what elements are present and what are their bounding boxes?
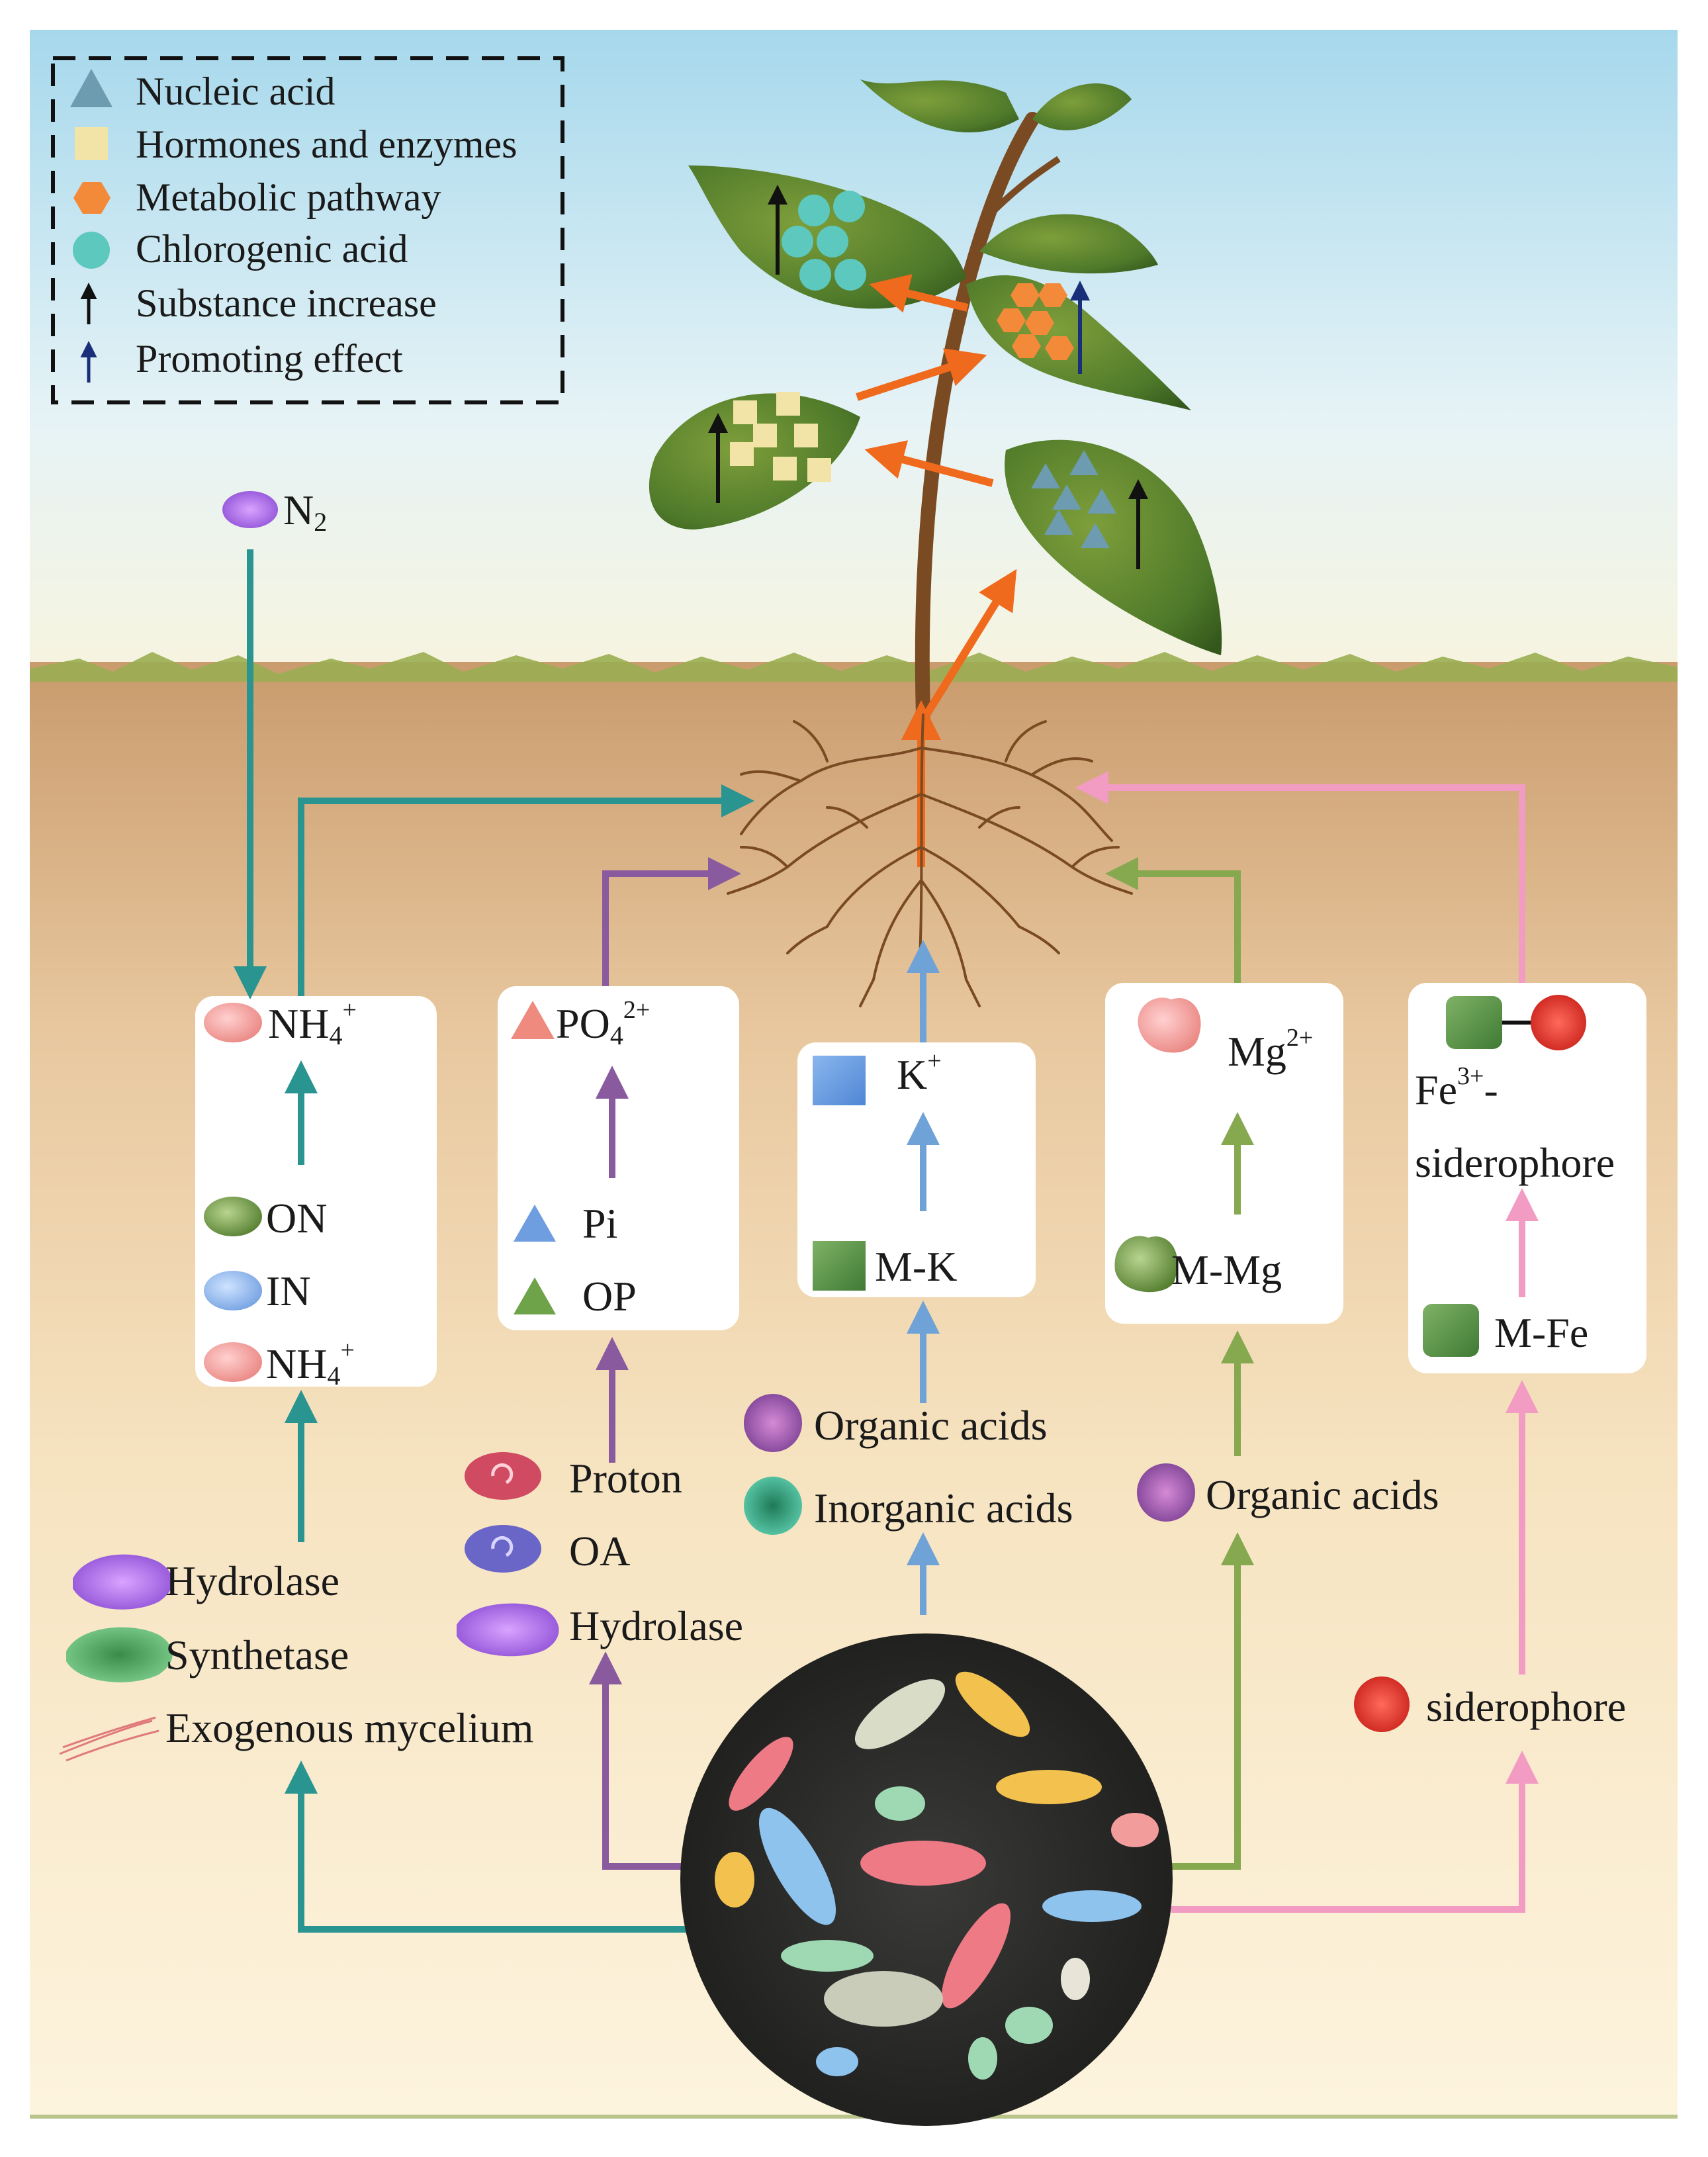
- oa-icon: [465, 1525, 541, 1573]
- hydrolase-label-p: Hydrolase: [569, 1602, 743, 1649]
- fe-complex-square-icon: [1446, 996, 1502, 1049]
- k-label: K+: [897, 1047, 942, 1098]
- mg-icon: [1138, 997, 1201, 1053]
- hydrolase-icon: [73, 1554, 173, 1610]
- leaf-top-right: [1032, 83, 1132, 130]
- organic-acids-k-icon: [744, 1394, 802, 1452]
- legend-label-hormones: Hormones and enzymes: [136, 122, 517, 166]
- proton-label: Proton: [569, 1455, 682, 1502]
- proton-icon: [465, 1452, 541, 1500]
- mk-icon: [813, 1241, 866, 1291]
- box-phosphorus: [498, 986, 739, 1330]
- microbe-to-iron-arrow: [1171, 1751, 1539, 1913]
- microbe-to-phosphorus-arrow: [589, 1651, 701, 1870]
- hexagon-icon: [73, 182, 111, 214]
- legend-label-metabolic: Metabolic pathway: [136, 175, 441, 219]
- k-icon: [813, 1056, 866, 1105]
- potassium-pathway: K+ M-K Organic acids Inorganic acids: [744, 940, 1073, 1615]
- triangle-icon: [70, 69, 112, 107]
- synthetase-icon: [66, 1627, 173, 1682]
- nucleic-triangles: [1031, 450, 1116, 548]
- sky: [30, 30, 1678, 678]
- synthetase-label: Synthetase: [165, 1631, 349, 1678]
- organic-acids-mg-icon: [1137, 1463, 1195, 1522]
- leaf-nucleic: [1005, 439, 1222, 655]
- box-magnesium: [1105, 983, 1343, 1324]
- inorganic-acids-icon: [744, 1477, 802, 1535]
- mmg-label: M-Mg: [1171, 1246, 1282, 1293]
- mfe-label: M-Fe: [1494, 1309, 1588, 1356]
- mg-label: Mg2+: [1228, 1024, 1313, 1075]
- fe-siderophore-to-root-arrow: [1075, 771, 1525, 983]
- nh4-bottom-label: NH4+: [266, 1336, 355, 1391]
- box-iron: [1408, 983, 1646, 1373]
- nh4-to-root-arrow: [298, 784, 754, 996]
- exogenous-mycelium-label: Exogenous mycelium: [165, 1704, 533, 1751]
- legend-label-promoting-effect: Promoting effect: [136, 337, 403, 381]
- hormone-squares: [730, 392, 831, 482]
- legend-label-chlorogenic: Chlorogenic acid: [136, 227, 408, 271]
- on-icon: [204, 1197, 262, 1236]
- nh4-top-label: NH4+: [268, 996, 357, 1050]
- pi-icon: [514, 1205, 556, 1242]
- siderophore-label: siderophore: [1426, 1683, 1626, 1730]
- nitrogen-pathway: N2 NH4+ ON IN NH4+ Hydrolase Synthetase …: [59, 486, 754, 1933]
- oa-label: OA: [569, 1528, 630, 1575]
- microbe-community: [680, 1633, 1173, 2126]
- iron-pathway: Fe3+- siderophore M-Fe siderophore: [1075, 771, 1626, 1913]
- in-icon: [204, 1271, 262, 1310]
- microbe-to-magnesium-arrow: [1171, 1532, 1254, 1870]
- nh4-top-icon: [204, 1003, 262, 1042]
- fe-complex-siderophore-icon: [1531, 995, 1586, 1050]
- bottom-rule: [30, 2115, 1678, 2119]
- hydrolase-p-icon: [457, 1603, 559, 1657]
- op-label: OP: [582, 1273, 637, 1320]
- nh4-bottom-icon: [204, 1342, 262, 1382]
- hydrolase-label-n: Hydrolase: [165, 1557, 339, 1604]
- leaf-upper-right: [979, 214, 1158, 274]
- roots: [727, 713, 1133, 1007]
- mmg-icon: [1114, 1236, 1178, 1293]
- box-nitrogen: [195, 996, 437, 1387]
- organic-acids-mg-label: Organic acids: [1206, 1471, 1439, 1518]
- organic-acids-k-label: Organic acids: [814, 1402, 1047, 1449]
- po4-icon: [511, 1001, 555, 1039]
- magnesium-pathway: Mg2+ M-Mg Organic acids: [1105, 857, 1439, 1870]
- square-icon: [75, 127, 108, 160]
- n2-label: N2: [283, 486, 327, 537]
- box-potassium: [797, 1042, 1036, 1297]
- on-label: ON: [266, 1195, 327, 1242]
- po4-label: PO42+: [556, 996, 650, 1050]
- leaf-top-left: [860, 79, 1019, 132]
- po4-to-root-arrow: [602, 857, 741, 986]
- metabolic-hexagons: [997, 283, 1074, 360]
- legend-label-nucleic-acid: Nucleic acid: [136, 69, 336, 113]
- inorganic-acids-label: Inorganic acids: [814, 1485, 1073, 1532]
- mg-to-root-arrow: [1105, 857, 1241, 983]
- phosphorus-pathway: PO42+ Pi OP Proton OA Hydrolase: [457, 857, 743, 1870]
- circle-icon: [73, 232, 110, 269]
- stem-branch: [983, 156, 1061, 221]
- in-label: IN: [266, 1267, 311, 1314]
- legend: Nucleic acid Hormones and enzymes Metabo…: [51, 56, 564, 404]
- fe-siderophore-label: siderophore: [1415, 1139, 1615, 1186]
- mk-label: M-K: [875, 1243, 957, 1290]
- n2-molecule-icon: [222, 491, 278, 528]
- plant: [649, 79, 1222, 867]
- bacteria: [715, 1671, 1159, 2080]
- microbe-to-nitrogen-arrow: [285, 1761, 705, 1933]
- fe-label: Fe3+-: [1415, 1062, 1498, 1113]
- chlorogenic-circles: [782, 191, 866, 291]
- mfe-icon: [1423, 1304, 1479, 1357]
- pi-label: Pi: [582, 1200, 617, 1247]
- mycelium-icon: [59, 1716, 159, 1762]
- legend-frame: [51, 56, 564, 404]
- op-icon: [514, 1277, 556, 1314]
- legend-label-substance-increase: Substance increase: [136, 281, 437, 325]
- grass-line: [30, 652, 1678, 682]
- siderophore-icon: [1354, 1676, 1410, 1732]
